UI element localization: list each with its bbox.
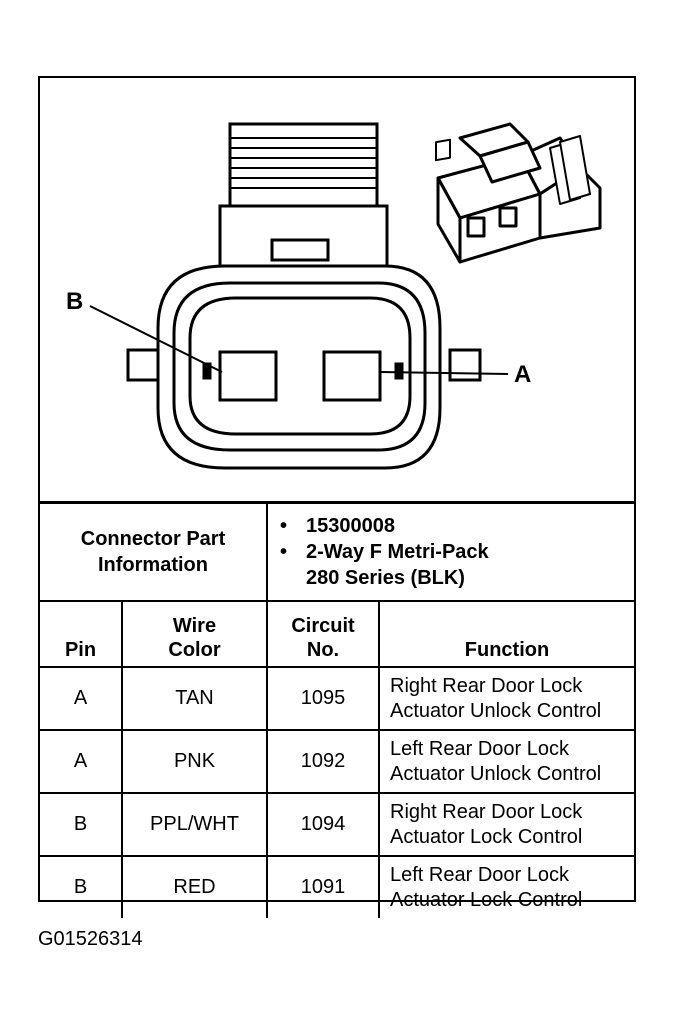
cell-function: Right Rear Door Lock Actuator Lock Contr… [378, 792, 634, 857]
header-function: Function [378, 600, 634, 668]
connector-face-illustration [89, 122, 602, 470]
cell-wire-color: RED [121, 855, 268, 918]
diagram-frame: B A Connector Part Information • 1530000… [38, 76, 636, 918]
cell-pin: A [40, 729, 123, 794]
header-wire-color: Wire Color [121, 600, 268, 668]
pin-a-label: A [514, 361, 532, 388]
connector-series: 280 Series (BLK) [306, 567, 465, 589]
connector-part-row: Connector Part Information • 15300008 • … [40, 504, 634, 602]
table-row: A TAN 1095 Right Rear Door Lock Actuator… [40, 666, 634, 731]
cell-wire-color: PNK [121, 729, 268, 794]
pin-b-label: B [66, 288, 84, 315]
cell-circuit: 1092 [266, 729, 380, 794]
cell-pin: B [40, 792, 123, 857]
cell-function: Left Rear Door Lock Actuator Lock Contro… [378, 855, 634, 918]
cell-pin: B [40, 855, 123, 918]
connector-type: • 2-Way F Metri-Pack [280, 541, 489, 563]
header-pin: Pin [40, 600, 123, 668]
table-row: B PPL/WHT 1094 Right Rear Door Lock Actu… [40, 792, 634, 857]
table-row: A PNK 1092 Left Rear Door Lock Actuator … [40, 729, 634, 794]
cell-circuit: 1094 [266, 792, 380, 857]
cell-function: Left Rear Door Lock Actuator Unlock Cont… [378, 729, 634, 794]
connector-info-table: Connector Part Information • 15300008 • … [40, 504, 634, 918]
connector-part-label: Connector Part Information [40, 504, 268, 602]
table-header-row: Pin Wire Color Circuit No. Function [40, 600, 634, 668]
cell-pin: A [40, 666, 123, 731]
cell-wire-color: PPL/WHT [121, 792, 268, 857]
table-row: B RED 1091 Left Rear Door Lock Actuator … [40, 855, 634, 918]
header-circuit-no: Circuit No. [266, 600, 380, 668]
part-number: • 15300008 [280, 515, 395, 537]
cell-function: Right Rear Door Lock Actuator Unlock Con… [378, 666, 634, 731]
cell-circuit: 1091 [266, 855, 380, 918]
connector-drawing: B A [40, 78, 634, 504]
figure-code: G01526314 [38, 928, 143, 950]
connector-part-details: • 15300008 • 2-Way F Metri-Pack 280 Seri… [266, 504, 634, 602]
cell-wire-color: TAN [121, 666, 268, 731]
cell-circuit: 1095 [266, 666, 380, 731]
